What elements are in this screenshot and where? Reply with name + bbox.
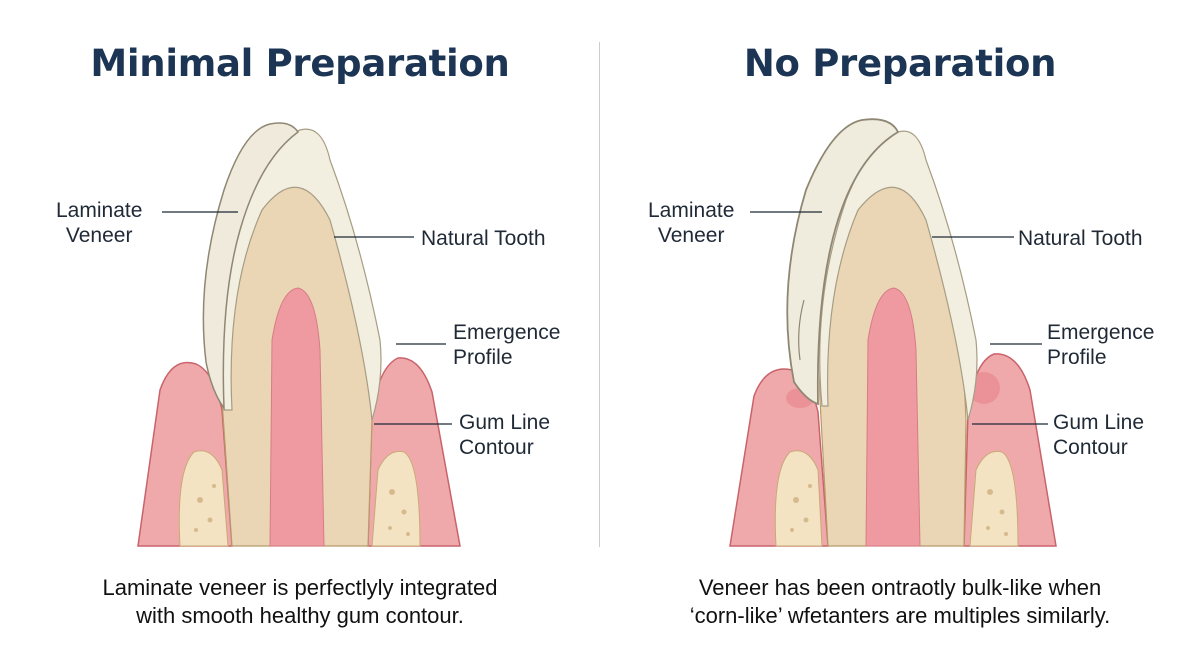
- label-natural-tooth: Natural Tooth: [1018, 227, 1143, 250]
- panel-caption: Laminate veneer is perfectlyly integrate…: [102, 575, 498, 628]
- panel-caption: Veneer has been ontraotly bulk-like when…: [689, 575, 1111, 628]
- label-laminate-veneer: Laminate Veneer: [648, 199, 735, 247]
- tooth-pulp: [269, 287, 325, 547]
- bone-left: [774, 450, 823, 547]
- label-gum-line-contour: Gum Line Contour: [1053, 411, 1145, 459]
- label-natural-tooth: Natural Tooth: [421, 227, 546, 250]
- bone-texture-right: [388, 489, 410, 536]
- laminate-veneer: [786, 118, 900, 406]
- bone-left: [178, 450, 229, 547]
- tooth-illustration-no-prep: [729, 118, 1057, 547]
- label-emergence-profile: Emergence Profile: [1047, 321, 1155, 369]
- laminate-veneer: [202, 122, 300, 411]
- bone-right: [969, 450, 1019, 547]
- bone-texture-right: [986, 489, 1008, 536]
- label-emergence-profile: Emergence Profile: [453, 321, 561, 369]
- label-laminate-veneer: Laminate Veneer: [56, 199, 143, 247]
- panel-minimal-preparation: Minimal Preparation Laminate Veneer Natu…: [56, 42, 561, 628]
- tooth-illustration-minimal-prep: [137, 122, 461, 547]
- panel-no-preparation: No Preparation Laminate Veneer N: [600, 0, 1200, 669]
- tooth-pulp: [865, 287, 921, 547]
- panel-title: No Preparation: [743, 42, 1057, 85]
- label-gum-line-contour: Gum Line Contour: [459, 411, 551, 459]
- panel-divider: [599, 42, 600, 547]
- bone-texture-left: [790, 484, 812, 532]
- panel-title: Minimal Preparation: [90, 42, 510, 85]
- bone-right: [371, 450, 421, 547]
- bone-texture-left: [194, 484, 216, 532]
